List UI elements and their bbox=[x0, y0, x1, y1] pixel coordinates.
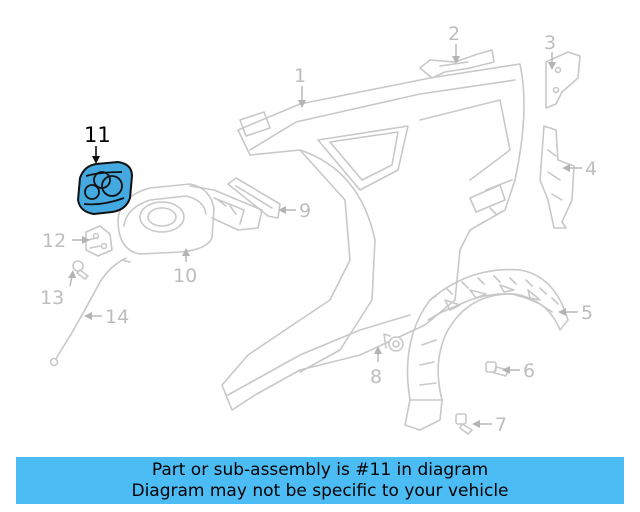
callout-10: 10 bbox=[173, 265, 197, 287]
callout-11: 11 bbox=[84, 123, 111, 147]
callout-7: 7 bbox=[495, 414, 507, 436]
upper-bracket bbox=[419, 49, 495, 79]
callout-2: 2 bbox=[448, 23, 460, 45]
screw-13 bbox=[72, 260, 89, 280]
cable-14 bbox=[49, 257, 131, 367]
filler-housing-10 bbox=[117, 183, 263, 255]
tall-bracket bbox=[539, 125, 575, 229]
bolt-7 bbox=[455, 413, 473, 435]
callout-12: 12 bbox=[42, 230, 66, 252]
trim-strip-9 bbox=[227, 177, 281, 219]
side-bracket bbox=[545, 51, 581, 109]
callout-14: 14 bbox=[105, 306, 129, 328]
callout-1: 1 bbox=[294, 65, 306, 87]
callout-6: 6 bbox=[523, 360, 535, 382]
clip-8 bbox=[383, 333, 404, 352]
callout-3: 3 bbox=[544, 32, 556, 54]
callout-9: 9 bbox=[299, 200, 311, 222]
callout-8: 8 bbox=[370, 366, 382, 388]
wheel-liner bbox=[404, 268, 569, 431]
parts-diagram: 1 2 3 4 5 6 7 8 9 10 11 12 13 14 bbox=[40, 23, 597, 436]
actuator-12 bbox=[85, 225, 113, 257]
banner-line-2: Diagram may not be specific to your vehi… bbox=[131, 481, 509, 501]
callout-4: 4 bbox=[585, 158, 597, 180]
callout-13: 13 bbox=[40, 287, 64, 309]
leader-lines bbox=[68, 44, 582, 428]
callout-5: 5 bbox=[581, 302, 593, 324]
banner-line-1: Part or sub-assembly is #11 in diagram bbox=[151, 460, 489, 480]
quarter-panel bbox=[221, 63, 525, 411]
fuel-filler-door-11[interactable] bbox=[77, 161, 133, 215]
info-banner: Part or sub-assembly is #11 in diagram D… bbox=[16, 457, 624, 504]
